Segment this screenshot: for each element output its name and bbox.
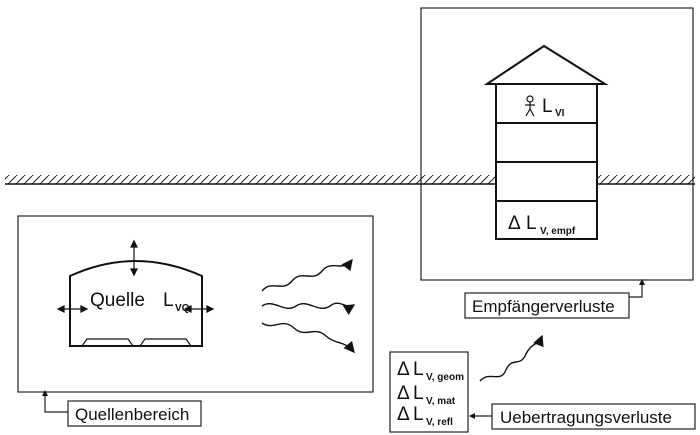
tunnel-cross-section <box>69 260 203 347</box>
receiver-loss-symbol: L <box>526 213 537 234</box>
svg-text:L: L <box>413 359 424 380</box>
receiver-level-subscript: VI <box>555 108 565 119</box>
svg-text:V, geom: V, geom <box>426 372 464 383</box>
svg-text:L: L <box>413 404 424 425</box>
svg-text:Δ: Δ <box>397 383 410 404</box>
source-subscript: VQ <box>175 303 190 314</box>
svg-text:V, mat: V, mat <box>426 396 456 407</box>
receiver-loss-delta: Δ <box>508 213 521 234</box>
source-area-label: Quellenbereich <box>75 405 189 424</box>
svg-text:L: L <box>413 383 424 404</box>
person-icon <box>525 95 535 117</box>
source-symbol: L <box>163 290 174 311</box>
transmission-label-box: Uebertragungsverluste <box>469 403 696 430</box>
receiver-area-label-box: Empfängerverluste <box>464 279 645 319</box>
svg-text:Δ: Δ <box>397 404 410 425</box>
sound-wave-receiver <box>479 334 544 382</box>
receiver-loss-subscript: V, empf <box>540 226 576 237</box>
sound-wave-lower <box>261 322 355 354</box>
receiver-area-label: Empfängerverluste <box>472 297 615 316</box>
house-building <box>483 44 609 240</box>
transmission-loss-geom: Δ L V, geom <box>397 359 464 383</box>
source-area-frame <box>17 215 374 393</box>
transmission-losses-box: Δ L V, geom Δ L V, mat Δ L V, refl <box>389 351 469 433</box>
receiver-area-frame <box>420 7 694 281</box>
sound-wave-upper <box>261 258 353 292</box>
transmission-loss-mat: Δ L V, mat <box>397 383 456 407</box>
source-label: Quelle <box>90 290 145 311</box>
transmission-loss-refl: Δ L V, refl <box>397 404 453 428</box>
propagation-arrow-icon <box>56 239 215 313</box>
receiver-level-symbol: L <box>542 96 553 117</box>
transmission-label: Uebertragungsverluste <box>500 408 672 427</box>
source-area-label-box: Quellenbereich <box>42 390 202 427</box>
sound-wave-middle <box>261 302 356 315</box>
sound-wave-arrows <box>261 258 544 382</box>
svg-text:V, refl: V, refl <box>426 417 453 428</box>
svg-text:Δ: Δ <box>397 359 410 380</box>
